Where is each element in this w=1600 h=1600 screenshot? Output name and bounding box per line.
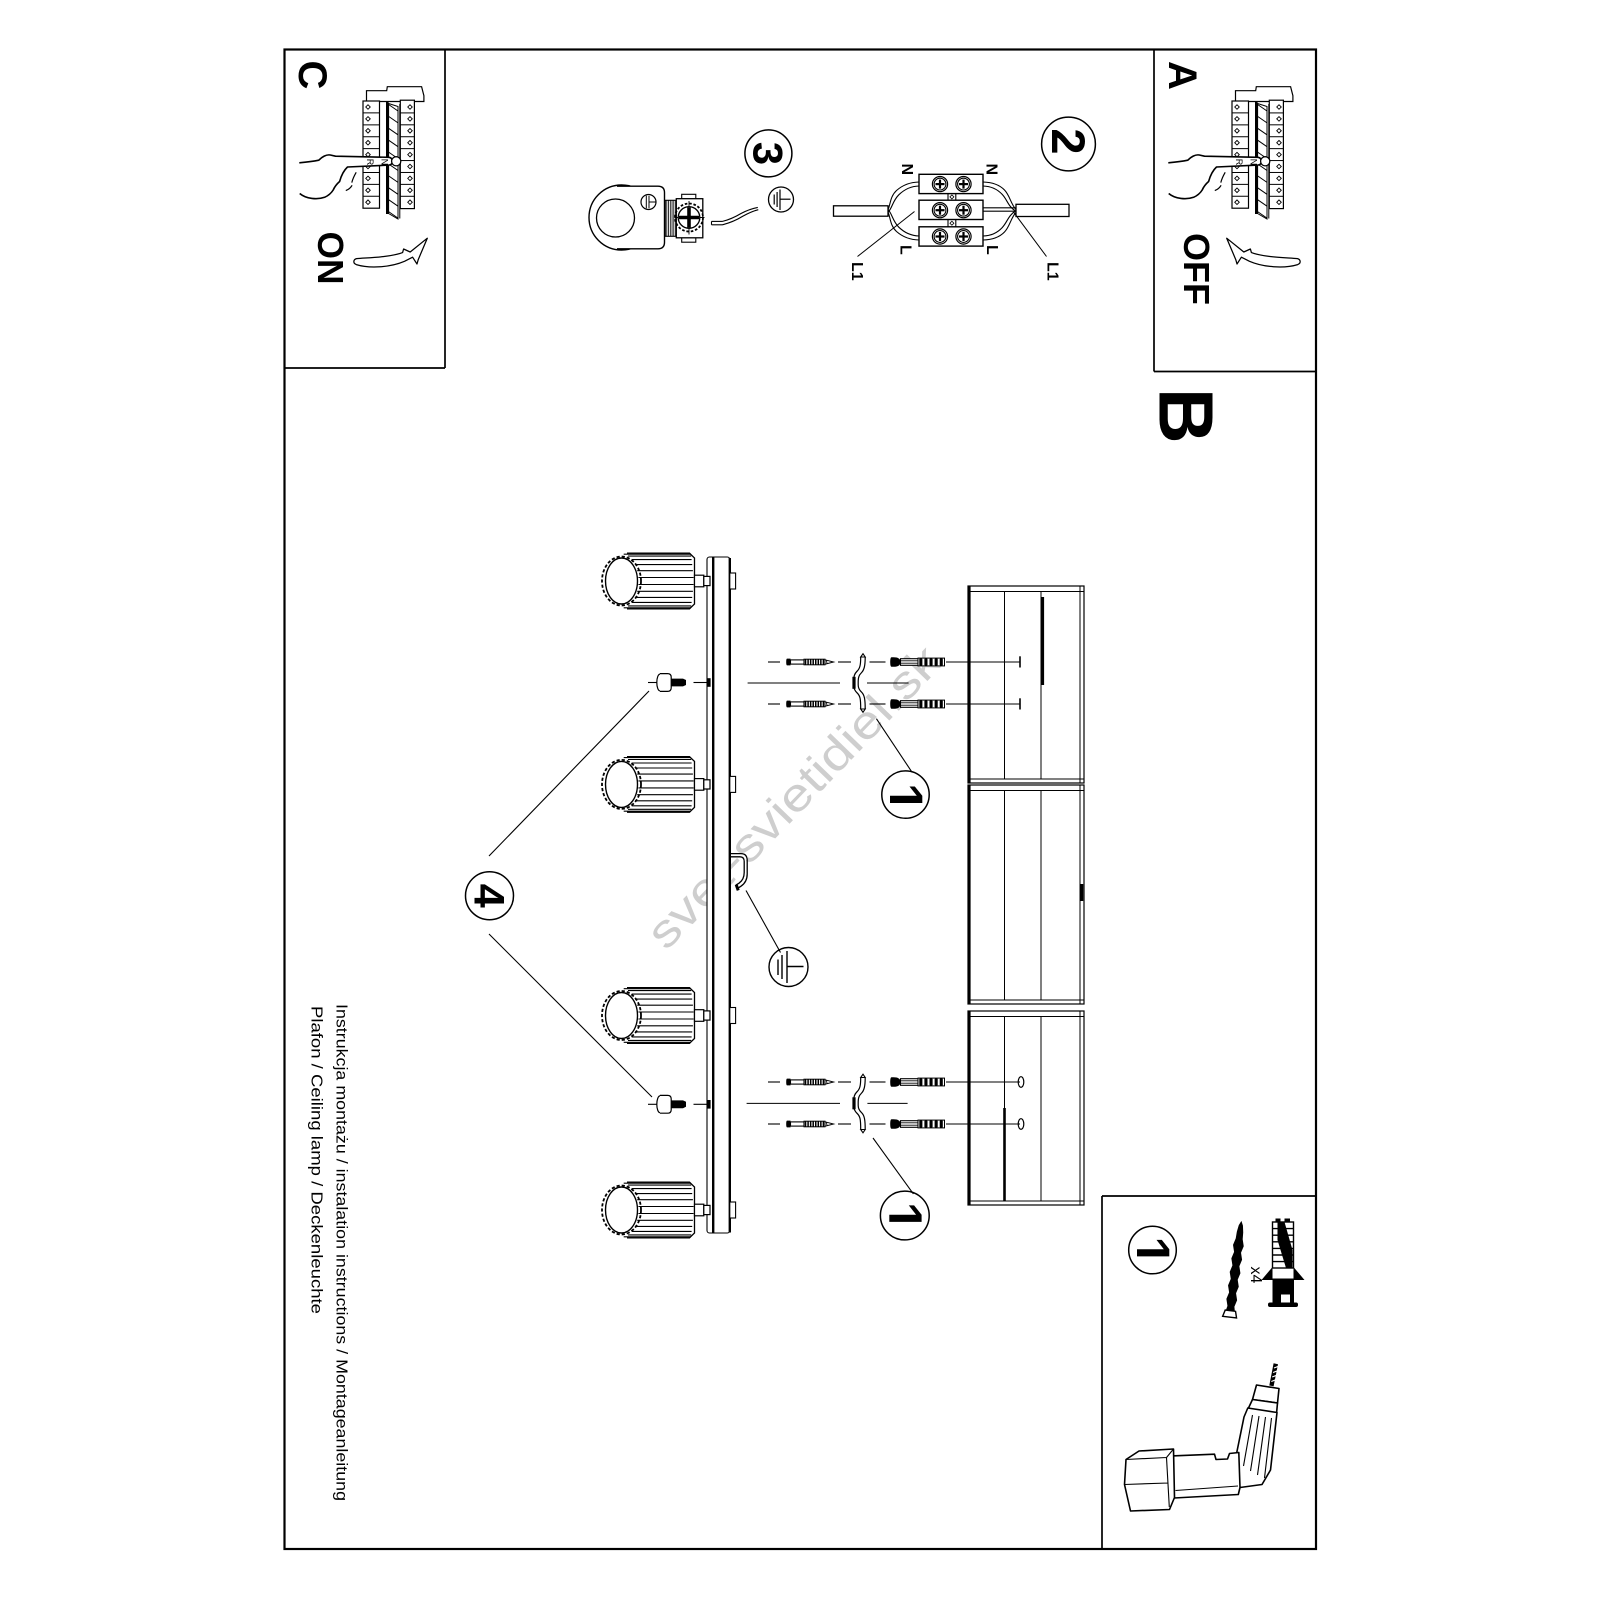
svg-text:3: 3 bbox=[744, 142, 791, 165]
svg-text:A: A bbox=[1160, 61, 1204, 90]
svg-text:L: L bbox=[983, 245, 1000, 255]
svg-text:L1: L1 bbox=[1044, 262, 1061, 281]
svg-text:L1: L1 bbox=[848, 262, 865, 281]
svg-text:N: N bbox=[898, 164, 915, 176]
svg-text:OFF: OFF bbox=[1176, 233, 1217, 305]
svg-text:B: B bbox=[1143, 388, 1229, 444]
svg-text:ON: ON bbox=[310, 232, 351, 285]
svg-text:2: 2 bbox=[1042, 128, 1095, 154]
svg-text:4: 4 bbox=[465, 884, 513, 908]
svg-text:N: N bbox=[983, 164, 1000, 176]
svg-text:x4: x4 bbox=[1247, 1267, 1264, 1284]
svg-text:Instrukcja montażu / instalati: Instrukcja montażu / instalation instruc… bbox=[332, 1004, 349, 1501]
svg-text:C: C bbox=[290, 61, 334, 90]
svg-text:L: L bbox=[897, 245, 914, 255]
svg-text:Plafon / Ceiling lamp / Decken: Plafon / Ceiling lamp / Deckenleuchte bbox=[308, 1006, 325, 1314]
